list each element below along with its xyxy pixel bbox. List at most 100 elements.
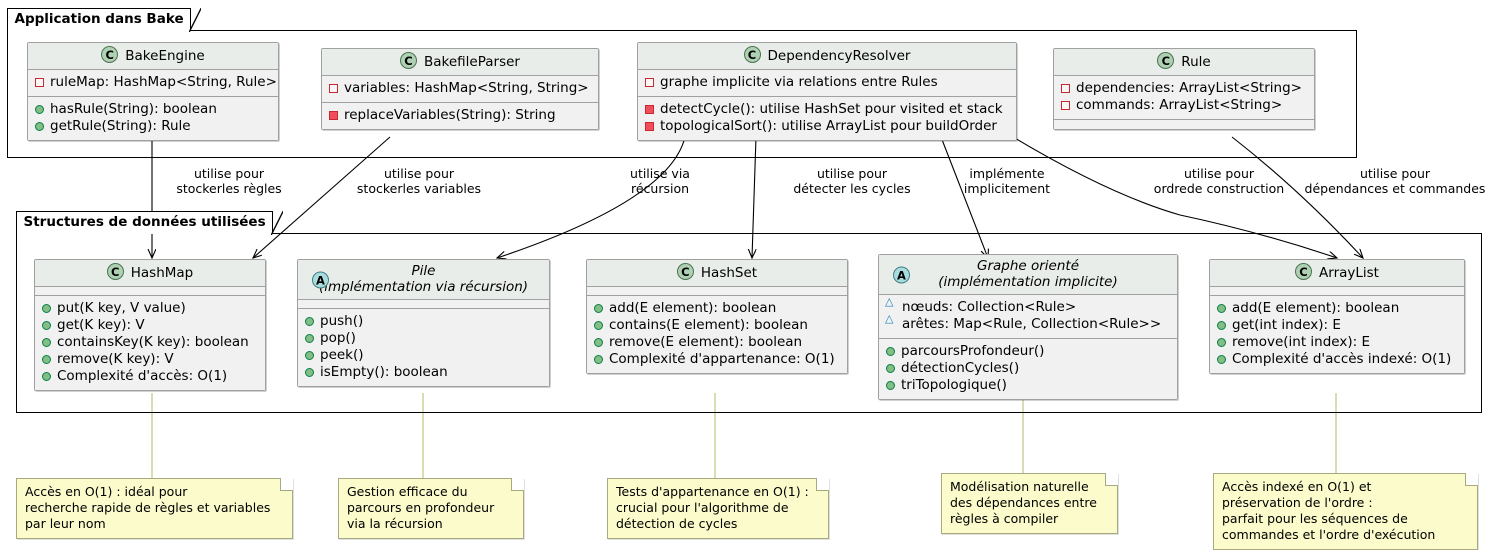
class-stereotype-icon: C xyxy=(743,46,761,63)
public-visibility-icon xyxy=(42,338,51,347)
class-header-graphe-oriente: A Graphe orienté (implémentation implici… xyxy=(879,255,1177,295)
note-arraylist: Accès indexé en O(1) et préservation de … xyxy=(1213,473,1478,550)
attributes-compartment: graphe implicite via relations entre Rul… xyxy=(638,70,1016,97)
note-graphe-oriente: Modélisation naturelle des dépendances e… xyxy=(941,473,1118,534)
method-row: detectCycle(): utilise HashSet pour visi… xyxy=(645,101,1009,118)
method-text: remove(K key): V xyxy=(57,351,174,367)
method-row: get(K key): V xyxy=(42,317,258,334)
method-text: détectionCycles() xyxy=(901,360,1020,376)
note-line: Accès indexé en O(1) et xyxy=(1222,479,1372,494)
edge-label-line1: utilise pour xyxy=(816,166,888,181)
note-line: Gestion efficace du xyxy=(347,484,468,499)
methods-compartment: replaceVariables(String): String xyxy=(322,103,598,129)
note-line: parfait pour les séquences de xyxy=(1222,511,1408,526)
attributes-compartment-empty xyxy=(587,287,847,296)
attribute-text: nœuds: Collection<Rule> xyxy=(902,299,1077,315)
public-visibility-icon xyxy=(35,122,44,131)
attributes-compartment: ruleMap: HashMap<String, Rule> xyxy=(28,70,278,97)
method-row: get(int index): E xyxy=(1217,317,1457,334)
method-row: topologicalSort(): utilise ArrayList pou… xyxy=(645,118,1009,135)
method-text: remove(int index): E xyxy=(1232,334,1370,350)
note-line: commandes et l'ordre d'exécution xyxy=(1222,527,1436,542)
class-stereotype-icon: C xyxy=(106,263,124,280)
class-stereotype-icon: C xyxy=(1157,52,1175,69)
edge-label-line2: récursion xyxy=(630,181,690,196)
public-visibility-icon xyxy=(594,304,603,313)
methods-compartment: parcoursProfondeur() détectionCycles() t… xyxy=(879,339,1177,399)
method-row: containsKey(K key): boolean xyxy=(42,334,258,351)
attribute-text: graphe implicite via relations entre Rul… xyxy=(660,74,938,90)
note-line: détection de cycles xyxy=(616,516,738,531)
class-graphe-oriente[interactable]: A Graphe orienté (implémentation implici… xyxy=(878,254,1178,400)
method-row: remove(int index): E xyxy=(1217,334,1457,351)
class-pile[interactable]: A Pile (implémentation via récursion) pu… xyxy=(297,259,550,387)
class-name: HashSet xyxy=(700,264,758,281)
attributes-compartment: nœuds: Collection<Rule> arêtes: Map<Rule… xyxy=(879,295,1177,339)
note-fold-corner xyxy=(1465,473,1478,486)
method-text: put(K key, V value) xyxy=(57,300,186,316)
private-visibility-icon xyxy=(1061,101,1070,110)
attribute-row: nœuds: Collection<Rule> xyxy=(885,296,1170,316)
class-stereotype-icon: C xyxy=(101,46,119,63)
method-text: add(E element): boolean xyxy=(1232,300,1400,316)
attributes-compartment-empty xyxy=(35,287,265,296)
attribute-text: dependencies: ArrayList<String> xyxy=(1076,80,1302,96)
edge-label-line2: implicitement xyxy=(963,181,1051,196)
method-row: remove(K key): V xyxy=(42,351,258,368)
private-visibility-icon xyxy=(645,78,654,87)
edge-label-line2: stockerles règles xyxy=(176,181,282,196)
public-visibility-icon xyxy=(42,355,51,364)
edge-label-line2: stockerles variables xyxy=(356,181,482,196)
note-fold-corner xyxy=(1105,473,1118,486)
edge-label-bakefileparser-hashmap: utilise pour stockerles variables xyxy=(339,166,499,196)
note-line: par leur nom xyxy=(25,516,106,531)
note-line: préservation de l'ordre : xyxy=(1222,495,1373,510)
method-row: Complexité d'accès indexé: O(1) xyxy=(1217,351,1457,368)
edge-label-bakeengine-hashmap: utilise pour stockerles règles xyxy=(159,166,299,196)
edge-label-dependencyresolver-arraylist: utilise pour ordrede construction xyxy=(1125,166,1313,196)
method-text: contains(E element): boolean xyxy=(609,317,808,333)
edge-label-dependencyresolver-hashset: utilise pour détecter les cycles xyxy=(770,166,934,196)
edge-label-line1: utilise pour xyxy=(193,166,265,181)
method-text: peek() xyxy=(320,347,364,363)
public-visibility-icon xyxy=(42,372,51,381)
attributes-compartment: variables: HashMap<String, String> xyxy=(322,76,598,103)
methods-compartment: add(E element): boolean get(int index): … xyxy=(1210,296,1464,373)
class-name-subtitle: (implémentation via récursion) xyxy=(318,279,529,295)
attribute-text: variables: HashMap<String, String> xyxy=(344,80,589,96)
public-visibility-icon xyxy=(594,338,603,347)
method-row: add(E element): boolean xyxy=(1217,300,1457,317)
method-text: Complexité d'appartenance: O(1) xyxy=(609,351,835,367)
method-text: get(K key): V xyxy=(57,317,145,333)
public-visibility-icon xyxy=(594,355,603,364)
class-name: Pile xyxy=(411,263,436,279)
public-visibility-icon xyxy=(305,317,314,326)
edge-label-dependencyresolver-pile: utilise via récursion xyxy=(600,166,720,196)
package-title-structures: Structures de données utilisées xyxy=(15,210,283,235)
note-hashmap: Accès en O(1) : idéal pour recherche rap… xyxy=(16,478,293,539)
method-text: hasRule(String): boolean xyxy=(50,101,217,117)
note-fold-corner xyxy=(816,478,829,491)
attributes-compartment-empty xyxy=(298,300,549,309)
class-stereotype-icon: C xyxy=(1295,263,1313,280)
edge-label-line2: ordrede construction xyxy=(1153,181,1285,196)
public-visibility-icon xyxy=(886,364,895,373)
public-visibility-icon xyxy=(594,321,603,330)
edge-label-line1: utilise via xyxy=(630,166,690,181)
methods-compartment: push() pop() peek() isEmpty(): boolean xyxy=(298,309,549,386)
attribute-row: graphe implicite via relations entre Rul… xyxy=(645,74,1009,91)
method-text: Complexité d'accès: O(1) xyxy=(57,368,228,384)
methods-compartment: put(K key, V value) get(K key): V contai… xyxy=(35,296,265,390)
class-name: Graphe orienté xyxy=(976,258,1080,274)
